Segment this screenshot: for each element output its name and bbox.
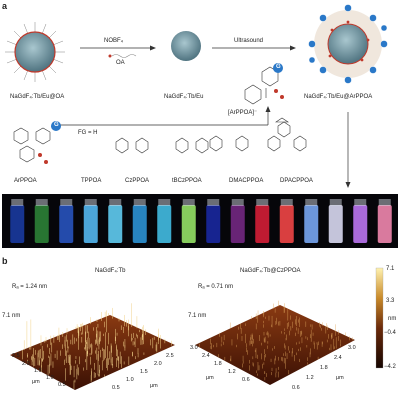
ligand-czppoa: CzPPOA [125, 178, 150, 184]
vial-cap [256, 199, 269, 206]
right-zmax: 7.1 nm [188, 313, 207, 319]
vial [108, 205, 123, 243]
right-y-tick: 0.6 [292, 385, 300, 391]
right-x-tick: 2.4 [202, 353, 210, 359]
left-x-tick: 1.5 [34, 368, 42, 374]
vial [206, 205, 221, 243]
np-oa-illustration [5, 22, 65, 82]
fg-symbol-1: G [54, 122, 59, 128]
reagent-oa: OA [116, 60, 125, 66]
colorbar-tick: 7.1 [386, 266, 395, 272]
panel-b-letter: b [2, 256, 8, 266]
right-x-tick: 1.2 [228, 369, 236, 375]
vial [34, 205, 49, 243]
colorbar-tick: −0.4 [384, 330, 396, 336]
colorbar-tick: 3.3 [386, 298, 395, 304]
left-x-unit: μm [32, 379, 40, 385]
vial-cap [182, 199, 195, 206]
right-y-tick: 3.0 [348, 345, 356, 351]
vial-cap [60, 199, 73, 206]
vial [10, 205, 25, 243]
left-ra: Rₐ = 1.24 nm [12, 284, 48, 290]
left-x-tick: 2.5 [12, 353, 20, 359]
vial [377, 205, 392, 243]
ligand-dmacppoa: DMACPPOA [229, 178, 264, 184]
vial-cap [109, 199, 122, 206]
vial [255, 205, 270, 243]
vial [157, 205, 172, 243]
vial-cap [35, 199, 48, 206]
vial [59, 205, 74, 243]
right-y-unit: μm [336, 375, 344, 381]
right-y-tick: 1.2 [306, 375, 314, 381]
ligand-tppoa: TPPOA [81, 178, 102, 184]
vial-cap [231, 199, 244, 206]
vial-cap [378, 199, 391, 206]
reagent-nobf4: NOBF₄ [104, 38, 124, 44]
step-ultrasound: Ultrasound [234, 38, 264, 44]
left-y-tick: 1.0 [126, 377, 134, 383]
vial [83, 205, 98, 243]
right-x-unit: μm [206, 375, 214, 381]
left-y-tick: 2.0 [154, 361, 162, 367]
vial [279, 205, 294, 243]
right-x-tick: 3.0 [190, 345, 198, 351]
anion-label: [ArPPOA]⁻ [228, 110, 258, 116]
arppoa-anion-structure [244, 66, 284, 105]
np2-label: NaGdF₄:Tb/Eu [164, 94, 204, 100]
fg-symbol-2: G [276, 64, 281, 70]
ligand-tbczppoa: tBCzPPOA [172, 178, 202, 184]
colorbar-unit: nm [388, 316, 397, 322]
np-arppoa-illustration [308, 4, 388, 84]
left-x-tick: 0.5 [58, 382, 66, 388]
left-zmax: 7.1 nm [2, 313, 21, 319]
left-y-tick: 2.5 [166, 353, 174, 359]
afm-right-surface [195, 300, 355, 385]
vial-cap [280, 199, 293, 206]
right-title: NaGdF₄:Tb@CzPPOA [240, 268, 301, 274]
vial [230, 205, 245, 243]
vial [181, 205, 196, 243]
right-y-tick: 1.8 [320, 365, 328, 371]
left-x-tick: 2.0 [22, 361, 30, 367]
right-y-tick: 2.4 [334, 355, 342, 361]
np-bare-illustration [171, 31, 201, 61]
vial [304, 205, 319, 243]
fg-label: FG = H [78, 130, 98, 136]
vial [353, 205, 368, 243]
vial-cap [329, 199, 342, 206]
ligand-arppoa: ArPPOA [14, 178, 37, 184]
arppoa-structure [13, 127, 51, 163]
left-x-tick: 1.0 [46, 375, 54, 381]
left-y-tick: 1.5 [140, 369, 148, 375]
left-title: NaGdF₄:Tb [95, 268, 126, 274]
vial-cap [305, 199, 318, 206]
fg-structures [115, 117, 307, 154]
vial-cap [354, 199, 367, 206]
right-x-tick: 0.6 [242, 377, 250, 383]
afm-left-surface [10, 303, 175, 390]
vial-cap [11, 199, 24, 206]
vial-cap [133, 199, 146, 206]
vial [328, 205, 343, 243]
right-x-tick: 1.8 [214, 361, 222, 367]
np3-label: NaGdF₄:Tb/Eu@ArPPOA [304, 94, 373, 100]
vial-cap [158, 199, 171, 206]
np1-label: NaGdF₄:Tb/Eu@OA [10, 94, 65, 100]
ligand-dpacppoa: DPACPPOA [280, 178, 313, 184]
vial-cap [84, 199, 97, 206]
left-y-unit: μm [150, 383, 158, 389]
left-y-tick: 0.5 [112, 385, 120, 391]
vial [132, 205, 147, 243]
colorbar-tick: −4.2 [384, 364, 396, 370]
right-ra: Rₐ = 0.71 nm [198, 284, 234, 290]
colorbar [375, 267, 384, 369]
vial-cap [207, 199, 220, 206]
panel-a-letter: a [2, 1, 8, 11]
